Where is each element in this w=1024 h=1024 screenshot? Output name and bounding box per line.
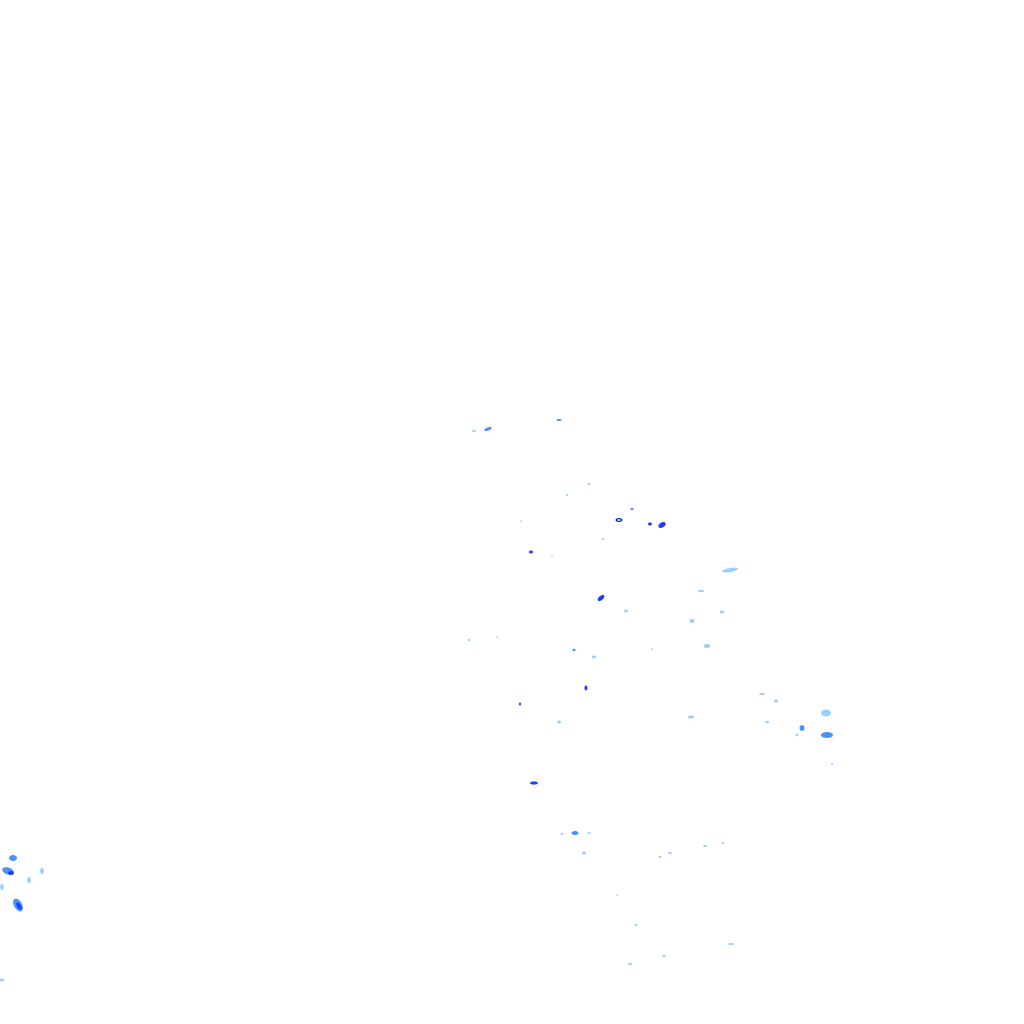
radar-echo <box>9 855 17 861</box>
radar-echo <box>597 594 605 602</box>
radar-echo <box>616 894 618 896</box>
radar-echo <box>634 924 638 926</box>
radar-echo <box>16 902 22 910</box>
radar-echo <box>628 963 632 965</box>
radar-echo <box>624 609 628 613</box>
radar-echo <box>728 943 734 945</box>
echo-cluster-upper <box>472 419 666 557</box>
radar-echo <box>496 636 498 638</box>
radar-echo <box>520 520 522 522</box>
radar-echo <box>587 832 591 834</box>
radar-echo <box>668 852 672 854</box>
radar-echo <box>529 550 533 554</box>
radar-echo <box>467 639 471 641</box>
radar-echo <box>658 856 662 858</box>
radar-echo <box>571 831 579 835</box>
echo-cluster-central <box>467 567 738 724</box>
radar-echo <box>703 644 711 648</box>
radar-echo <box>774 699 778 703</box>
radar-echo <box>759 693 765 695</box>
radar-echo <box>831 763 833 765</box>
radar-echo <box>821 732 833 738</box>
radar-echo <box>472 430 476 432</box>
radar-echo <box>519 702 521 706</box>
radar-echo <box>703 845 707 847</box>
echo-cluster-south <box>530 781 734 965</box>
radar-echo <box>556 419 562 421</box>
radar-echo <box>651 648 653 650</box>
radar-echo <box>765 720 769 724</box>
radar-echo <box>689 619 695 623</box>
radar-echo <box>658 522 666 528</box>
radar-echo <box>799 725 805 731</box>
echo-cluster-east <box>759 693 833 765</box>
radar-echo <box>0 884 4 890</box>
radar-echo <box>584 685 588 691</box>
radar-echo <box>601 538 605 540</box>
radar-echo <box>484 426 492 432</box>
radar-echo <box>688 715 694 719</box>
radar-echo <box>795 733 799 737</box>
radar-echo <box>662 955 666 957</box>
radar-echo <box>27 877 31 883</box>
radar-echo <box>565 494 569 496</box>
radar-echo <box>582 851 586 855</box>
radar-echo <box>721 842 725 844</box>
echo-cluster-west <box>0 855 44 982</box>
radar-echo <box>551 555 553 557</box>
radar-echo <box>648 522 652 526</box>
radar-echo <box>617 519 621 521</box>
radar-echo <box>40 868 44 874</box>
radar-echo <box>592 655 596 659</box>
radar-echo <box>8 871 14 875</box>
radar-echo <box>557 720 561 724</box>
radar-echo <box>0 978 4 982</box>
radar-echo <box>587 483 591 485</box>
radar-echo <box>572 648 576 652</box>
radar-echo <box>722 567 738 573</box>
radar-echo <box>560 833 564 835</box>
radar-echo <box>530 781 538 785</box>
radar-echo <box>720 610 724 614</box>
radar-echo <box>698 589 704 593</box>
radar-echo <box>821 709 831 717</box>
radar-echo <box>630 507 634 511</box>
